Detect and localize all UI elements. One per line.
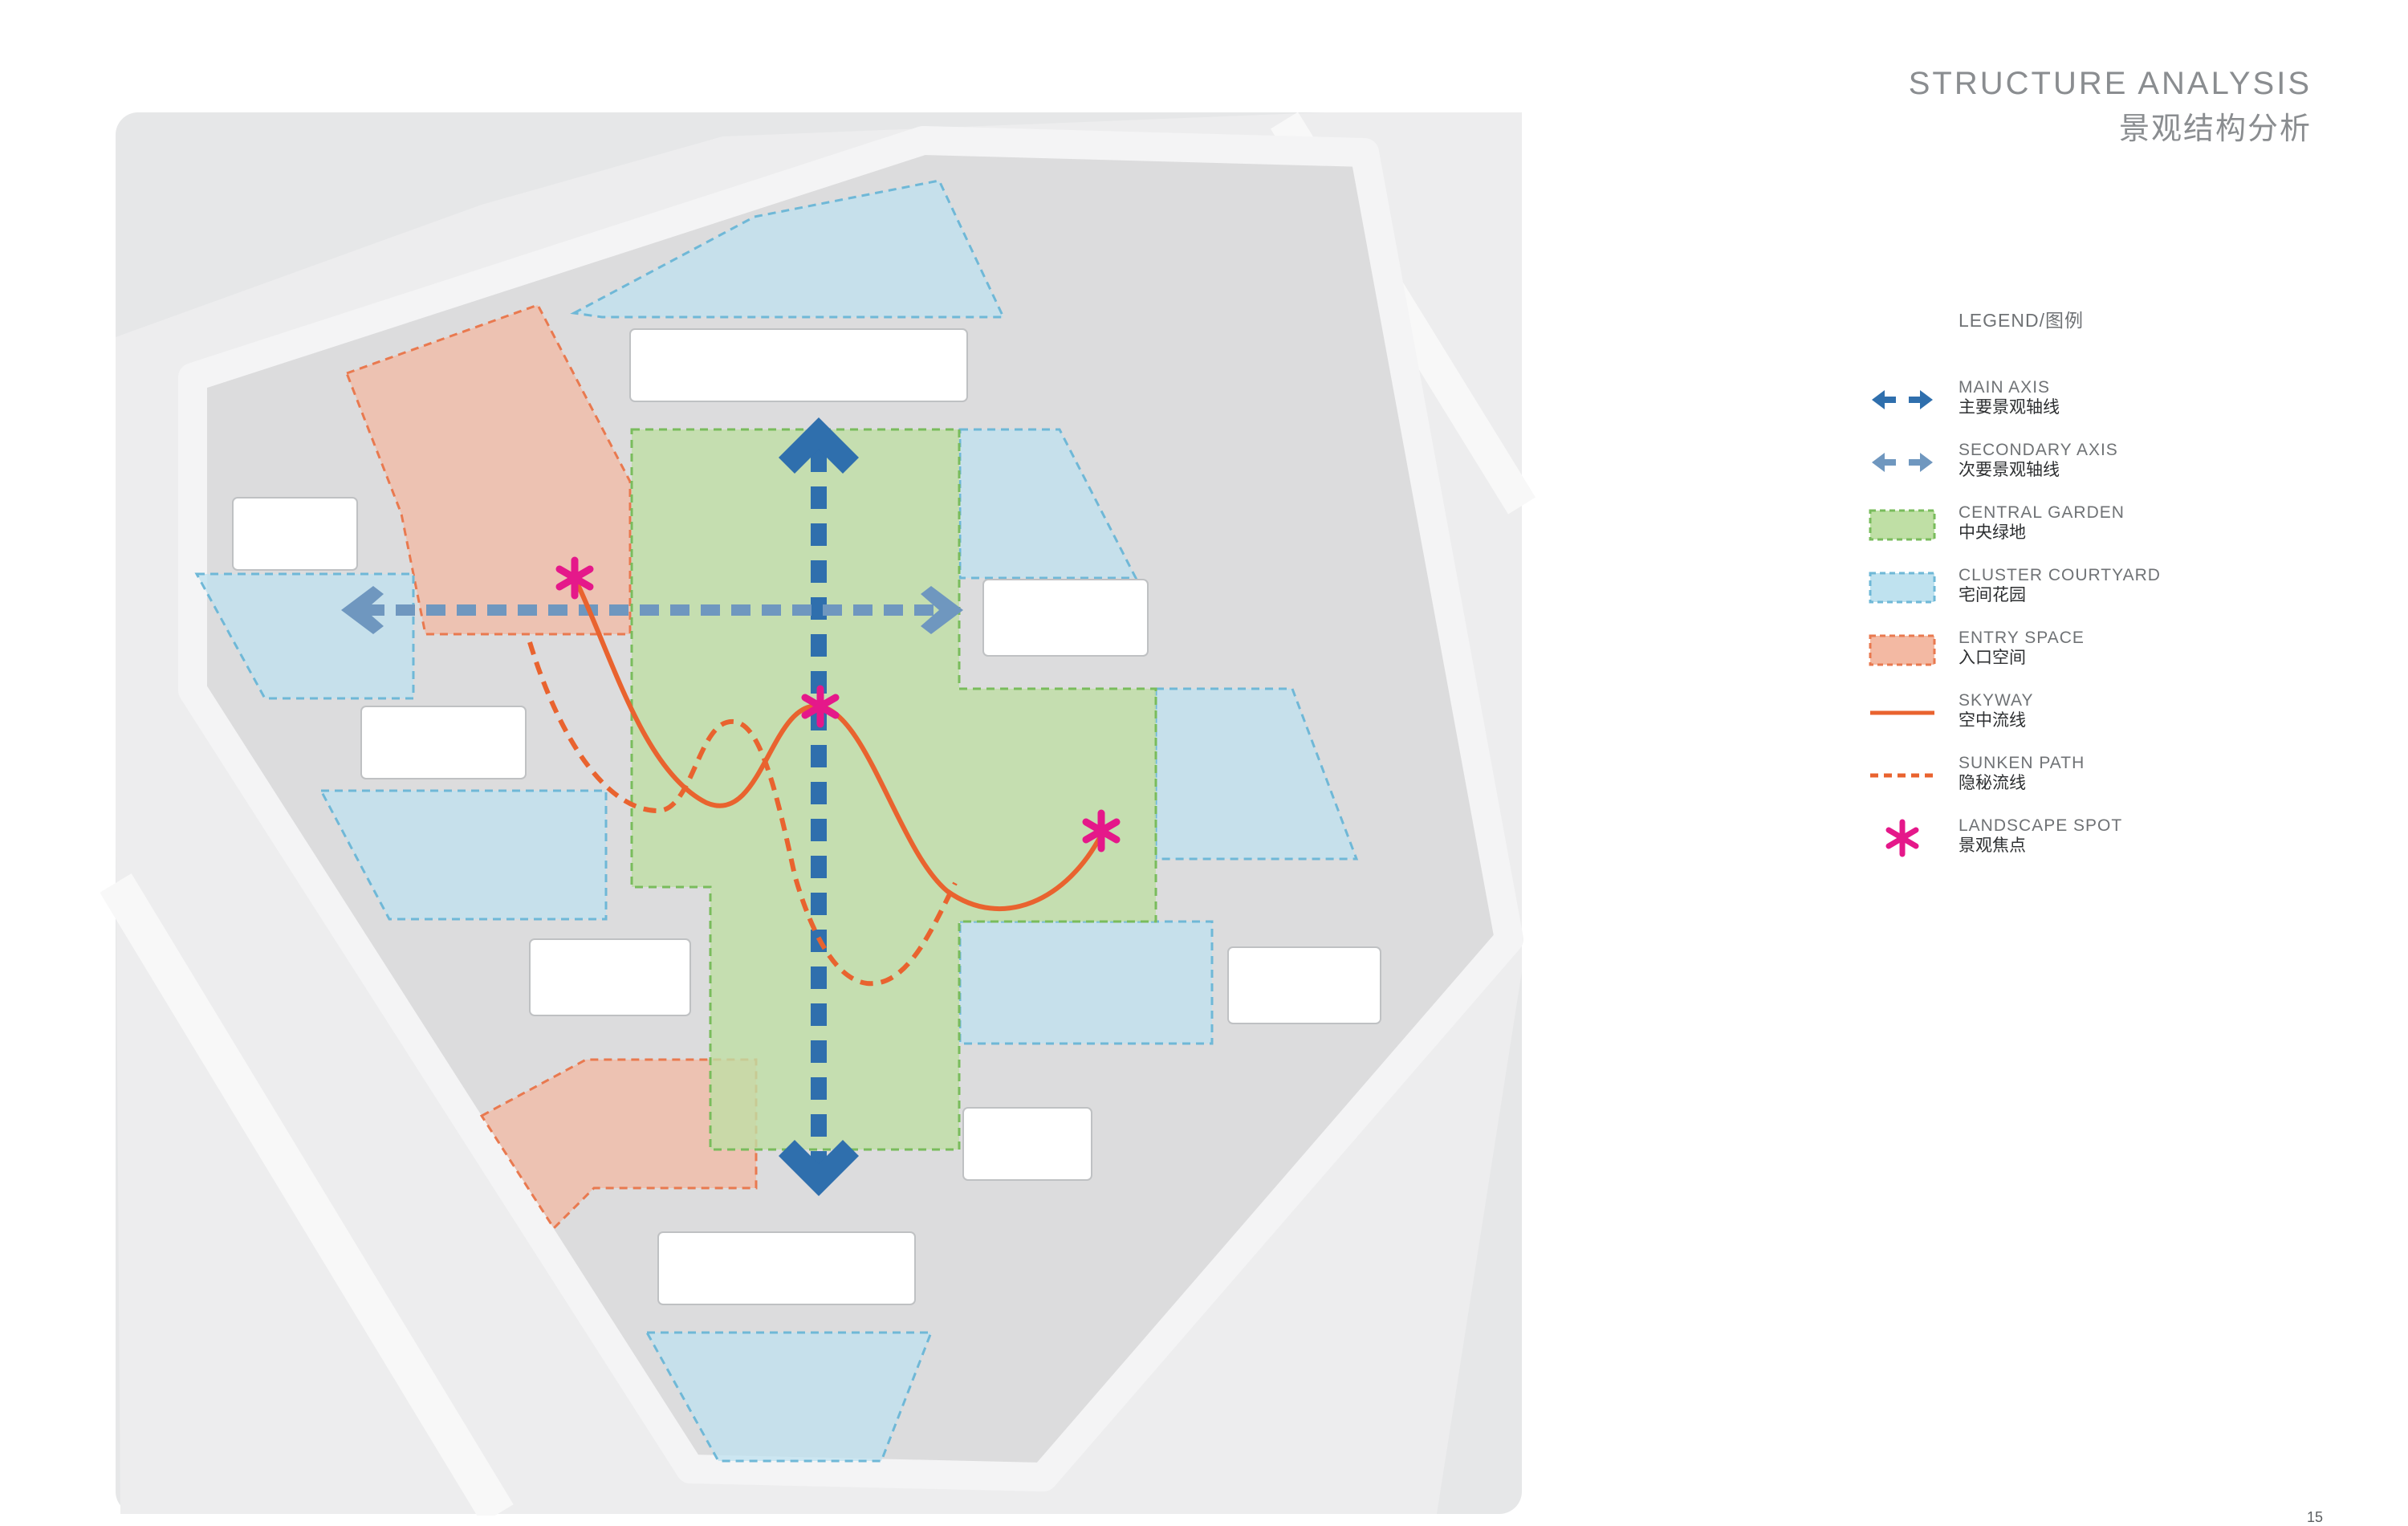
title-chinese: 景观结构分析 [2118, 112, 2312, 146]
entry-space-zone [345, 303, 632, 636]
legend: LEGEND/图例 MAIN AXIS 主要景观轴线 SECONDARY AXI… [1869, 305, 2160, 857]
legend-item-central-garden: CENTRAL GARDEN 中央绿地 [1869, 503, 2376, 551]
cluster-courtyard-zone [570, 179, 1006, 319]
building [1227, 946, 1381, 1024]
entry-space-zone [479, 1058, 758, 1231]
legend-label-cn: 主要景观轴线 [1959, 398, 2060, 417]
dashed-box-icon [1869, 634, 1936, 666]
building [629, 328, 968, 402]
legend-label-cn: 隐秘流线 [1959, 774, 2026, 792]
legend-label-en: SKYWAY [1959, 691, 2034, 710]
legend-label-cn: 入口空间 [1959, 649, 2026, 667]
legend-label-en: SECONDARY AXIS [1959, 441, 2118, 459]
legend-heading: LEGEND/图例 [1959, 310, 2084, 331]
secondary-axis-arrow-left [341, 586, 384, 634]
legend-label-en: CLUSTER COURTYARD [1959, 566, 2161, 584]
legend-label-en: LANDSCAPE SPOT [1959, 816, 2123, 835]
main-axis [779, 417, 859, 1196]
landscape-spot-marker [1082, 809, 1121, 853]
dashed-line-icon [1870, 773, 1934, 778]
legend-item-main-axis: MAIN AXIS 主要景观轴线 [1872, 377, 2376, 425]
street [100, 873, 514, 1516]
sunken-path-route [527, 641, 958, 987]
building [232, 497, 358, 571]
page-number: 15 [2306, 1509, 2323, 1525]
asterisk-icon [1885, 819, 1919, 857]
building [657, 1231, 916, 1305]
double-arrow-icon [1872, 453, 1933, 472]
dashed-box-icon [1869, 572, 1936, 604]
title-block: STRUCTURE ANALYSIS 景观结构分析 [1909, 66, 2312, 148]
landscape-spot-marker [555, 556, 594, 600]
entry-space-zones [345, 303, 758, 1231]
building [962, 1107, 1092, 1181]
legend-item-landscape-spot: LANDSCAPE SPOT 景观焦点 [1885, 816, 2376, 864]
legend-label-cn: 景观焦点 [1959, 836, 2026, 855]
double-arrow-icon [1872, 390, 1933, 409]
legend-label-cn: 宅间花园 [1959, 586, 2026, 604]
legend-label-en: CENTRAL GARDEN [1959, 503, 2125, 522]
cluster-courtyard-zone [319, 789, 608, 921]
legend-label-en: MAIN AXIS [1959, 378, 2051, 397]
legend-item-entry-space: ENTRY SPACE 入口空间 [1869, 628, 2376, 676]
building [360, 706, 527, 779]
main-axis-arrow-down [779, 1140, 859, 1196]
title-english: STRUCTURE ANALYSIS [1908, 66, 2312, 101]
legend-label-en: ENTRY SPACE [1959, 629, 2085, 647]
cluster-courtyard-zone [958, 920, 1214, 1045]
secondary-axis [341, 586, 963, 634]
legend-item-cluster-courtyard: CLUSTER COURTYARD 宅间花园 [1869, 565, 2376, 613]
residential-buildings [232, 328, 1381, 1305]
landscape-spot-marker [801, 685, 840, 728]
landscape-spots [555, 556, 1121, 853]
legend-label-cn: 中央绿地 [1959, 523, 2026, 542]
main-axis-arrow-up [779, 417, 859, 474]
cluster-courtyard-zone [645, 1331, 934, 1463]
dashed-box-icon [1869, 509, 1936, 541]
legend-label-en: SUNKEN PATH [1959, 754, 2085, 772]
solid-line-icon [1870, 710, 1934, 715]
legend-label-cn: 次要景观轴线 [1959, 461, 2060, 479]
secondary-axis-arrow-right [921, 586, 963, 634]
legend-item-sunken-path: SUNKEN PATH 隐秘流线 [1870, 753, 2376, 801]
legend-label-cn: 空中流线 [1959, 711, 2026, 730]
building [529, 938, 691, 1016]
legend-item-skyway: SKYWAY 空中流线 [1870, 690, 2376, 739]
building [982, 579, 1149, 657]
legend-item-secondary-axis: SECONDARY AXIS 次要景观轴线 [1872, 440, 2376, 488]
